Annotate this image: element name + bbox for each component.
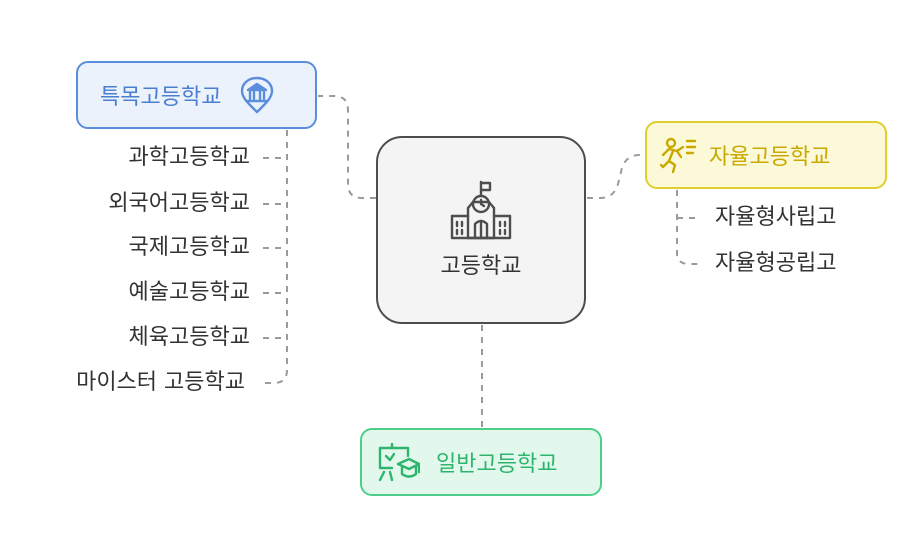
bank-pin-icon bbox=[241, 76, 274, 114]
school-building-icon bbox=[450, 180, 512, 240]
connector-special-spine bbox=[262, 130, 288, 384]
branch-general[interactable]: 일반고등학교 bbox=[360, 428, 602, 496]
branch-autonomous[interactable]: 자율고등학교 bbox=[645, 121, 887, 189]
branch-general-label: 일반고등학교 bbox=[436, 452, 558, 477]
leaf-special-item[interactable]: 과학고등학교 bbox=[128, 145, 250, 170]
center-node[interactable]: 고등학교 bbox=[376, 136, 586, 324]
running-person-icon bbox=[659, 137, 697, 174]
graduation-board-icon bbox=[378, 442, 420, 482]
branch-special[interactable]: 특목고등학교 bbox=[76, 61, 317, 129]
branch-autonomous-label: 자율고등학교 bbox=[709, 145, 831, 170]
connector-center-special bbox=[318, 95, 376, 199]
leaf-special-item[interactable]: 국제고등학교 bbox=[128, 235, 250, 260]
branch-special-label: 특목고등학교 bbox=[100, 85, 222, 110]
connector-center-autonomous bbox=[587, 154, 646, 199]
connector-autonomous-spine bbox=[676, 190, 700, 265]
leaf-special-item[interactable]: 체육고등학교 bbox=[128, 325, 250, 350]
leaf-autonomous-item[interactable]: 자율형공립고 bbox=[715, 251, 837, 276]
leaf-special-item[interactable]: 외국어고등학교 bbox=[108, 191, 250, 216]
leaf-special-item[interactable]: 예술고등학교 bbox=[128, 280, 250, 305]
leaf-special-item[interactable]: 마이스터 고등학교 bbox=[76, 370, 245, 395]
leaf-autonomous-item[interactable]: 자율형사립고 bbox=[715, 205, 837, 230]
center-node-label: 고등학교 bbox=[440, 254, 522, 279]
